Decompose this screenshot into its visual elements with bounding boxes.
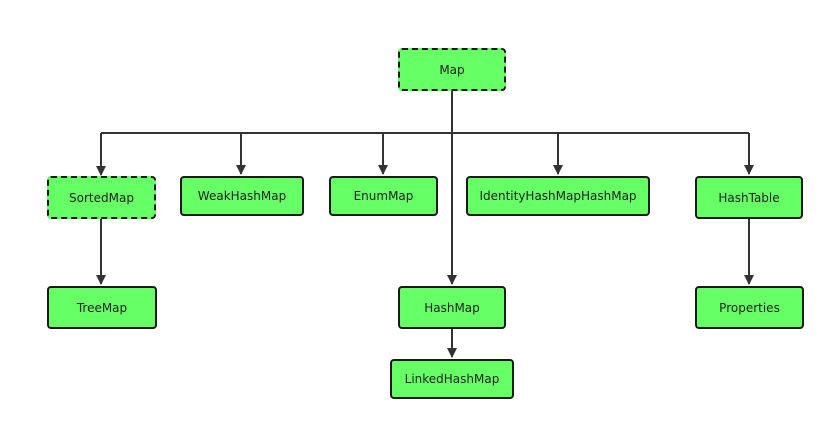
node-properties: Properties bbox=[695, 286, 804, 329]
node-tree-map: TreeMap bbox=[47, 286, 157, 329]
node-enum-map: EnumMap bbox=[329, 176, 438, 216]
node-sorted-map: SortedMap bbox=[47, 176, 156, 219]
node-hash-map: HashMap bbox=[398, 286, 506, 329]
node-identity-hash-map: IdentityHashMapHashMap bbox=[466, 176, 650, 216]
node-map: Map bbox=[398, 48, 506, 91]
node-hash-table: HashTable bbox=[695, 176, 803, 219]
node-weak-hash-map: WeakHashMap bbox=[180, 176, 304, 216]
node-linked-hash-map: LinkedHashMap bbox=[390, 359, 514, 399]
